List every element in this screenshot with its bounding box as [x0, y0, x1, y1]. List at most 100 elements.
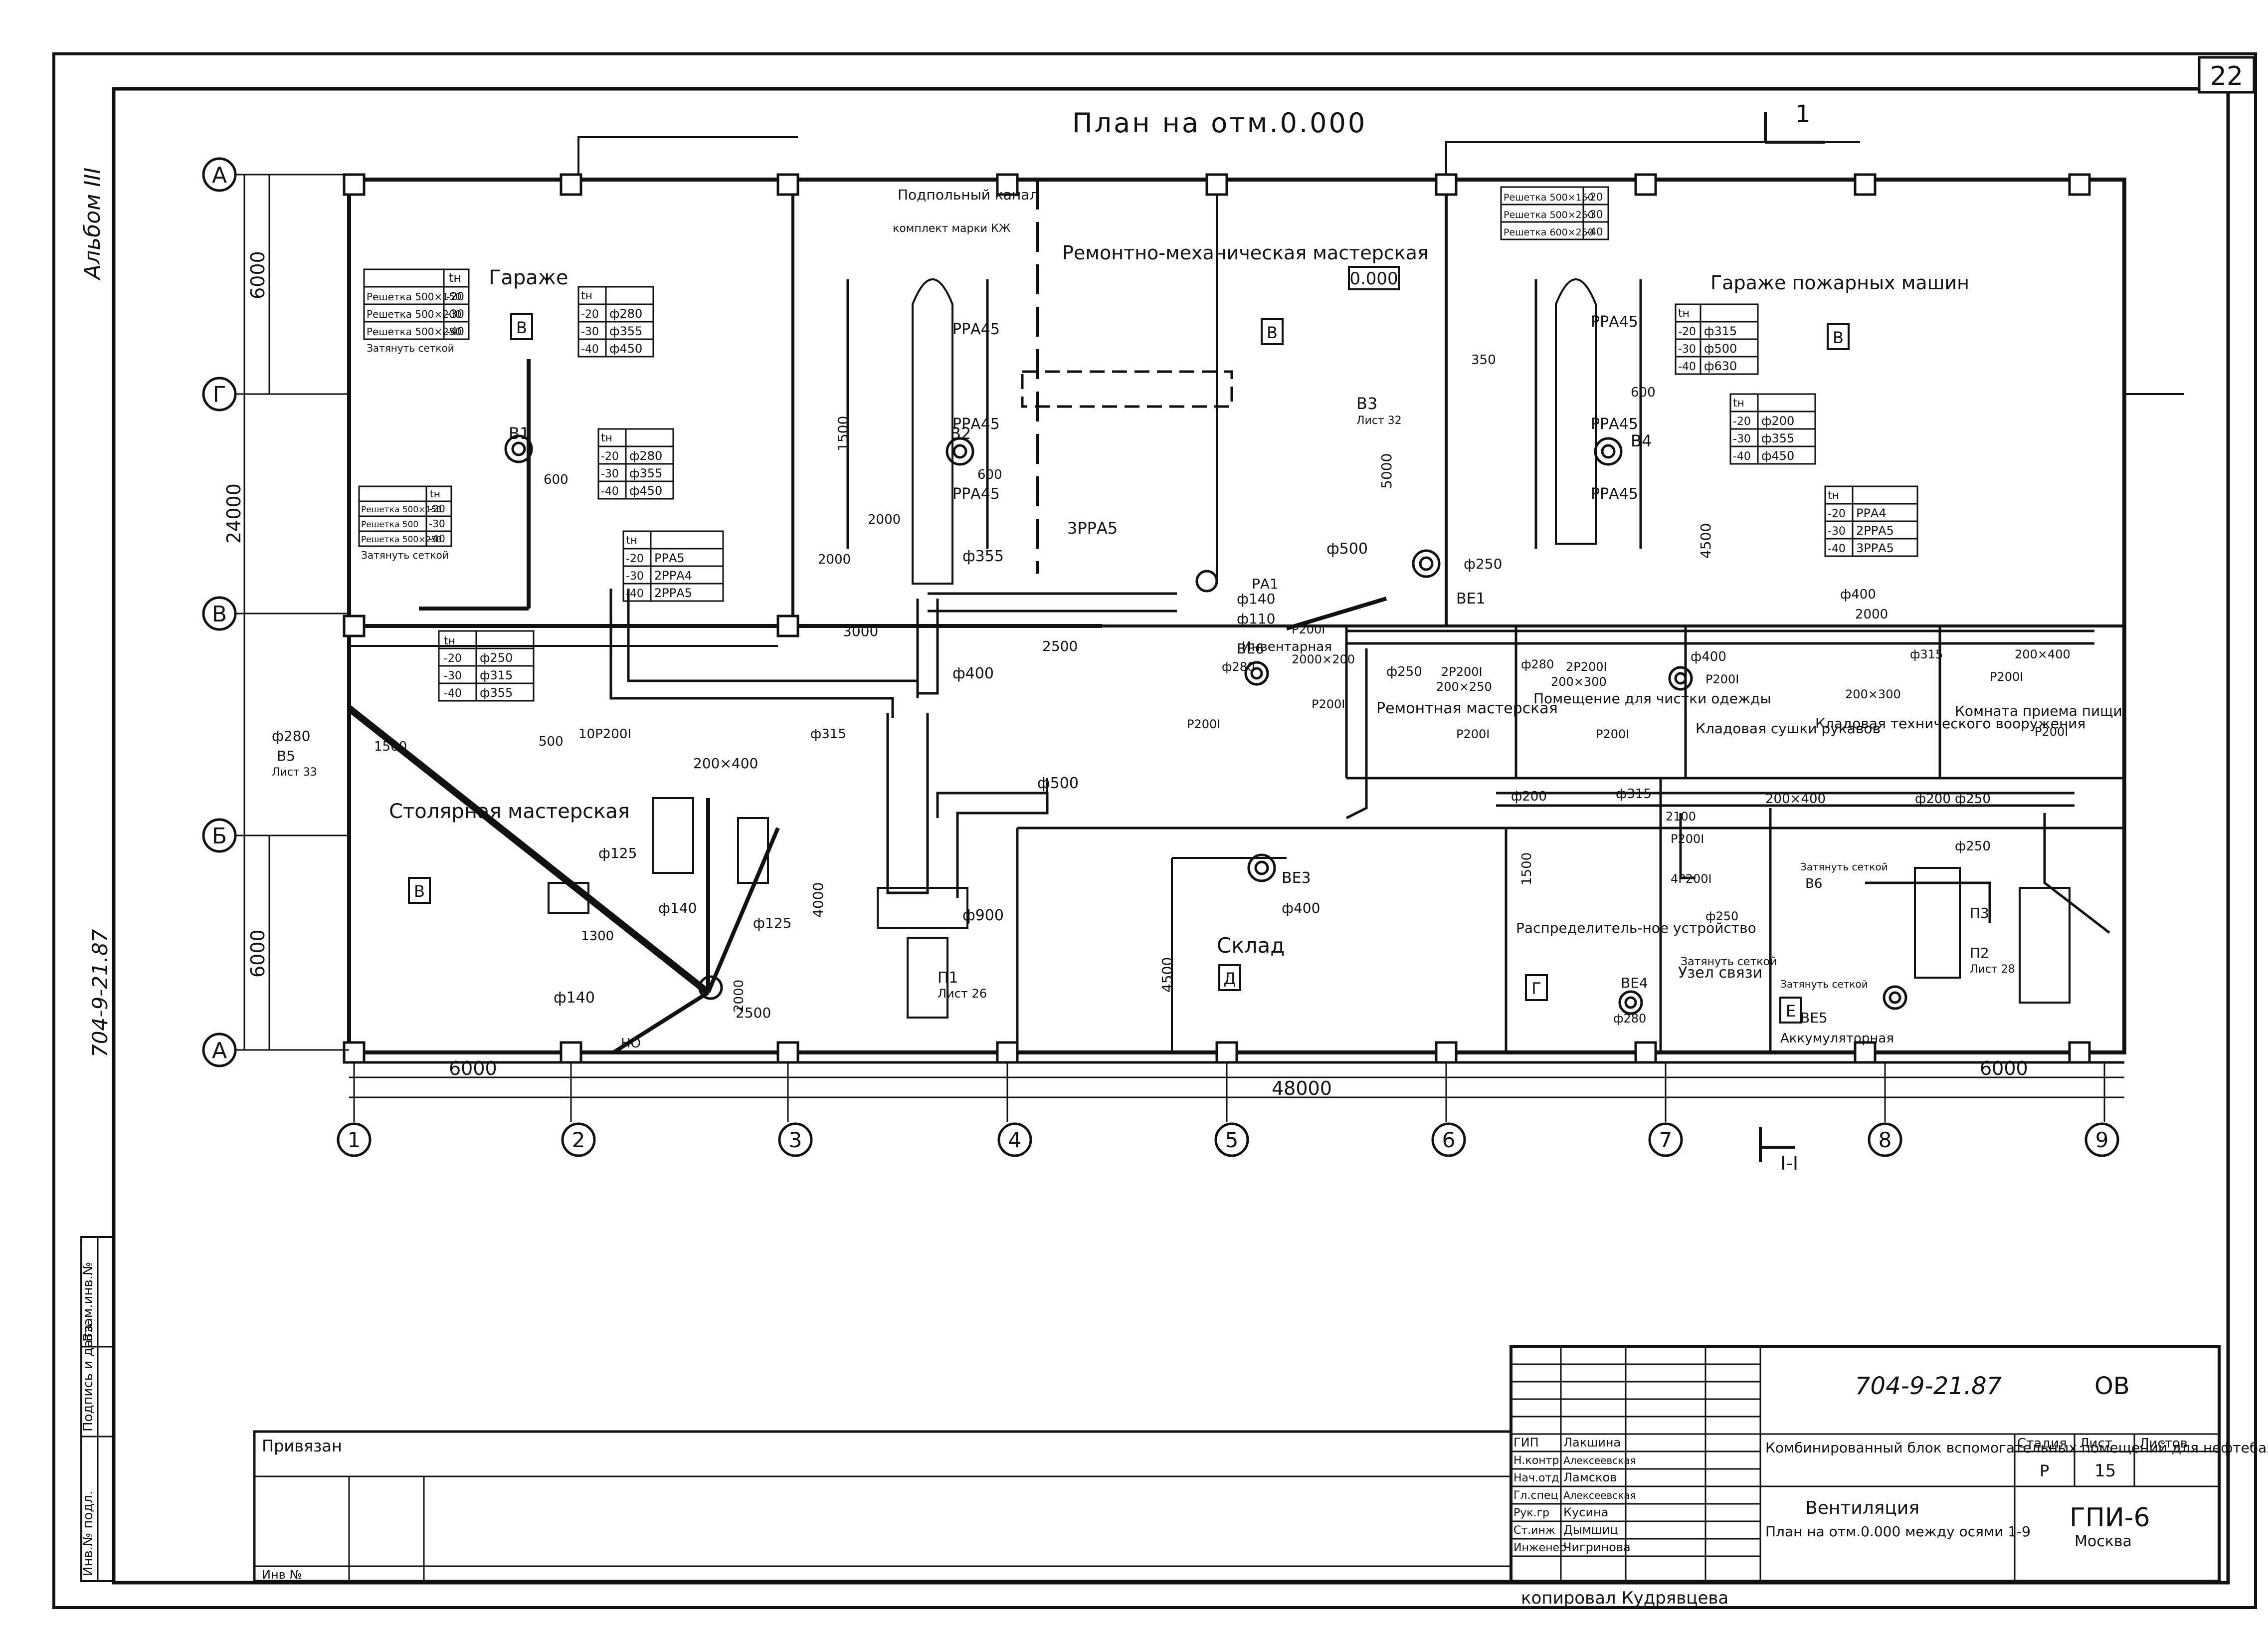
section-mark-top: 1: [1764, 100, 1825, 144]
svg-text:I-I: I-I: [1780, 1152, 1798, 1174]
svg-text:РРА45: РРА45: [1591, 415, 1638, 433]
underfloor-channel: Подпольный канал: [898, 187, 1038, 203]
svg-text:2Р200I: 2Р200I: [1441, 665, 1483, 679]
svg-text:Алексеевская: Алексеевская: [1563, 1454, 1636, 1466]
table-b1-pipe: tн -20 ф280 -30 ф355 -40 ф450: [597, 428, 674, 500]
dim-6000-left: 6000: [449, 1057, 497, 1079]
svg-text:ф315: ф315: [1616, 787, 1652, 802]
svg-text:Решетка 500×200: Решетка 500×200: [367, 308, 461, 320]
svg-text:1500: 1500: [374, 739, 407, 754]
svg-text:Р200I: Р200I: [1456, 727, 1490, 741]
svg-text:4Р200I: 4Р200I: [1671, 872, 1712, 886]
svg-text:ВЕ1: ВЕ1: [1456, 590, 1486, 608]
svg-text:Ст.инж: Ст.инж: [1513, 1524, 1555, 1537]
tb-col-sheet: Лист: [2079, 1436, 2112, 1451]
table-fire-pipe: tн -20 ф315 -30 ф500 -40 ф630: [1675, 303, 1759, 375]
svg-text:500: 500: [539, 734, 564, 749]
svg-text:200×300: 200×300: [1845, 687, 1901, 701]
plan-annotations: РРА45 РРА45 РРА45 РРА45 РРА45 РРА45 3РРА…: [272, 313, 2071, 1051]
tb-stage: Р: [2040, 1461, 2049, 1480]
svg-text:Инженер: Инженер: [1513, 1542, 1566, 1554]
svg-text:-30: -30: [581, 326, 599, 338]
svg-text:ф280: ф280: [609, 307, 642, 321]
svg-text:А: А: [212, 163, 227, 188]
svg-text:200×300: 200×300: [1551, 675, 1607, 689]
room-meal: Комната приема пищи: [1955, 703, 2122, 719]
svg-text:В3: В3: [1356, 394, 1377, 413]
svg-text:ф630: ф630: [1704, 359, 1737, 373]
shafts: [548, 278, 2071, 1019]
svg-text:-30: -30: [626, 570, 644, 583]
svg-text:Затянуть сеткой: Затянуть сеткой: [361, 549, 449, 561]
svg-text:Лист 33: Лист 33: [272, 766, 317, 779]
svg-text:tн: tн: [626, 534, 637, 547]
svg-text:10Р200I: 10Р200I: [578, 727, 631, 742]
svg-text:ф355: ф355: [609, 324, 642, 338]
svg-text:РА1: РА1: [1252, 576, 1279, 592]
axis-7: 7: [1659, 1128, 1673, 1152]
svg-text:350: 350: [1471, 353, 1496, 368]
svg-text:Затянуть сеткой: Затянуть сеткой: [367, 342, 454, 354]
svg-text:-30: -30: [446, 308, 464, 321]
svg-text:tн: tн: [1733, 397, 1744, 410]
svg-text:2000: 2000: [818, 552, 851, 567]
svg-text:-40: -40: [1678, 361, 1696, 373]
axis-8: 8: [1879, 1128, 1892, 1152]
svg-text:ф200: ф200: [1761, 414, 1794, 428]
svg-text:ф315: ф315: [480, 668, 513, 682]
svg-text:ф280: ф280: [1521, 657, 1554, 671]
ducts: [347, 279, 2110, 1054]
svg-text:3РРА5: 3РРА5: [1067, 519, 1118, 538]
stamp-inv-label: Инв.№ подл.: [81, 1491, 96, 1576]
table-pra-right: tн -20 РРА4 -30 2РРА5 -40 3РРА5: [1824, 485, 1918, 557]
svg-text:2РРА4: 2РРА4: [654, 569, 692, 583]
svg-text:П2: П2: [1970, 945, 1989, 961]
svg-text:ф355: ф355: [480, 686, 513, 700]
svg-text:ф200: ф200: [1511, 789, 1547, 804]
svg-text:-20: -20: [581, 308, 599, 321]
svg-text:Лакшина: Лакшина: [1563, 1436, 1621, 1449]
room-inventory: Инвентарная: [1242, 639, 1332, 654]
svg-text:-30: -30: [601, 468, 619, 480]
svg-text:Чигринова: Чигринова: [1563, 1540, 1631, 1554]
svg-text:ф315: ф315: [1910, 647, 1943, 661]
svg-text:2100: 2100: [1666, 810, 1696, 824]
room-repair-mech: Ремонтно-механическая мастерская: [1062, 242, 1429, 264]
svg-text:Ламсков: Ламсков: [1563, 1470, 1617, 1484]
svg-text:ф250: ф250: [1386, 664, 1422, 679]
svg-text:600: 600: [977, 467, 1002, 482]
svg-text:ф250: ф250: [480, 651, 513, 665]
svg-text:-40: -40: [626, 588, 644, 600]
outer-border: [52, 52, 2257, 1609]
svg-text:П1: П1: [938, 969, 958, 987]
inner-frame: [112, 87, 2230, 1585]
svg-text:ф500: ф500: [1326, 540, 1368, 558]
svg-text:Г: Г: [213, 382, 226, 408]
svg-text:-20: -20: [1586, 191, 1603, 203]
axis-6: 6: [1442, 1128, 1456, 1152]
svg-text:-20: -20: [601, 450, 619, 463]
sheet-number: 22: [2210, 61, 2243, 91]
svg-text:-20: -20: [1678, 326, 1696, 338]
svg-text:-30: -30: [429, 518, 445, 530]
svg-text:ф280: ф280: [272, 728, 310, 744]
room-hose-dry: Кладовая сушки рукавов: [1696, 720, 1881, 737]
svg-text:-20: -20: [444, 652, 462, 665]
svg-text:РРА45: РРА45: [1591, 485, 1638, 503]
svg-text:В4: В4: [1631, 431, 1652, 450]
svg-text:1300: 1300: [581, 929, 614, 944]
axis-1: 1: [348, 1128, 361, 1152]
svg-text:Решетка 500×150: Решетка 500×150: [361, 505, 442, 515]
svg-text:Алексеевская: Алексеевская: [1563, 1489, 1636, 1501]
svg-text:-40: -40: [1733, 450, 1751, 463]
svg-text:РРА45: РРА45: [952, 321, 1000, 338]
svg-text:ф500: ф500: [1704, 342, 1737, 356]
tb-code: 704-9-21.87: [1855, 1372, 2002, 1400]
room-garage: Гараже: [489, 266, 568, 289]
svg-text:В1: В1: [509, 424, 530, 443]
svg-text:В6: В6: [1805, 876, 1822, 891]
svg-text:А: А: [212, 1038, 227, 1063]
tb-sheet: 15: [2094, 1461, 2116, 1481]
